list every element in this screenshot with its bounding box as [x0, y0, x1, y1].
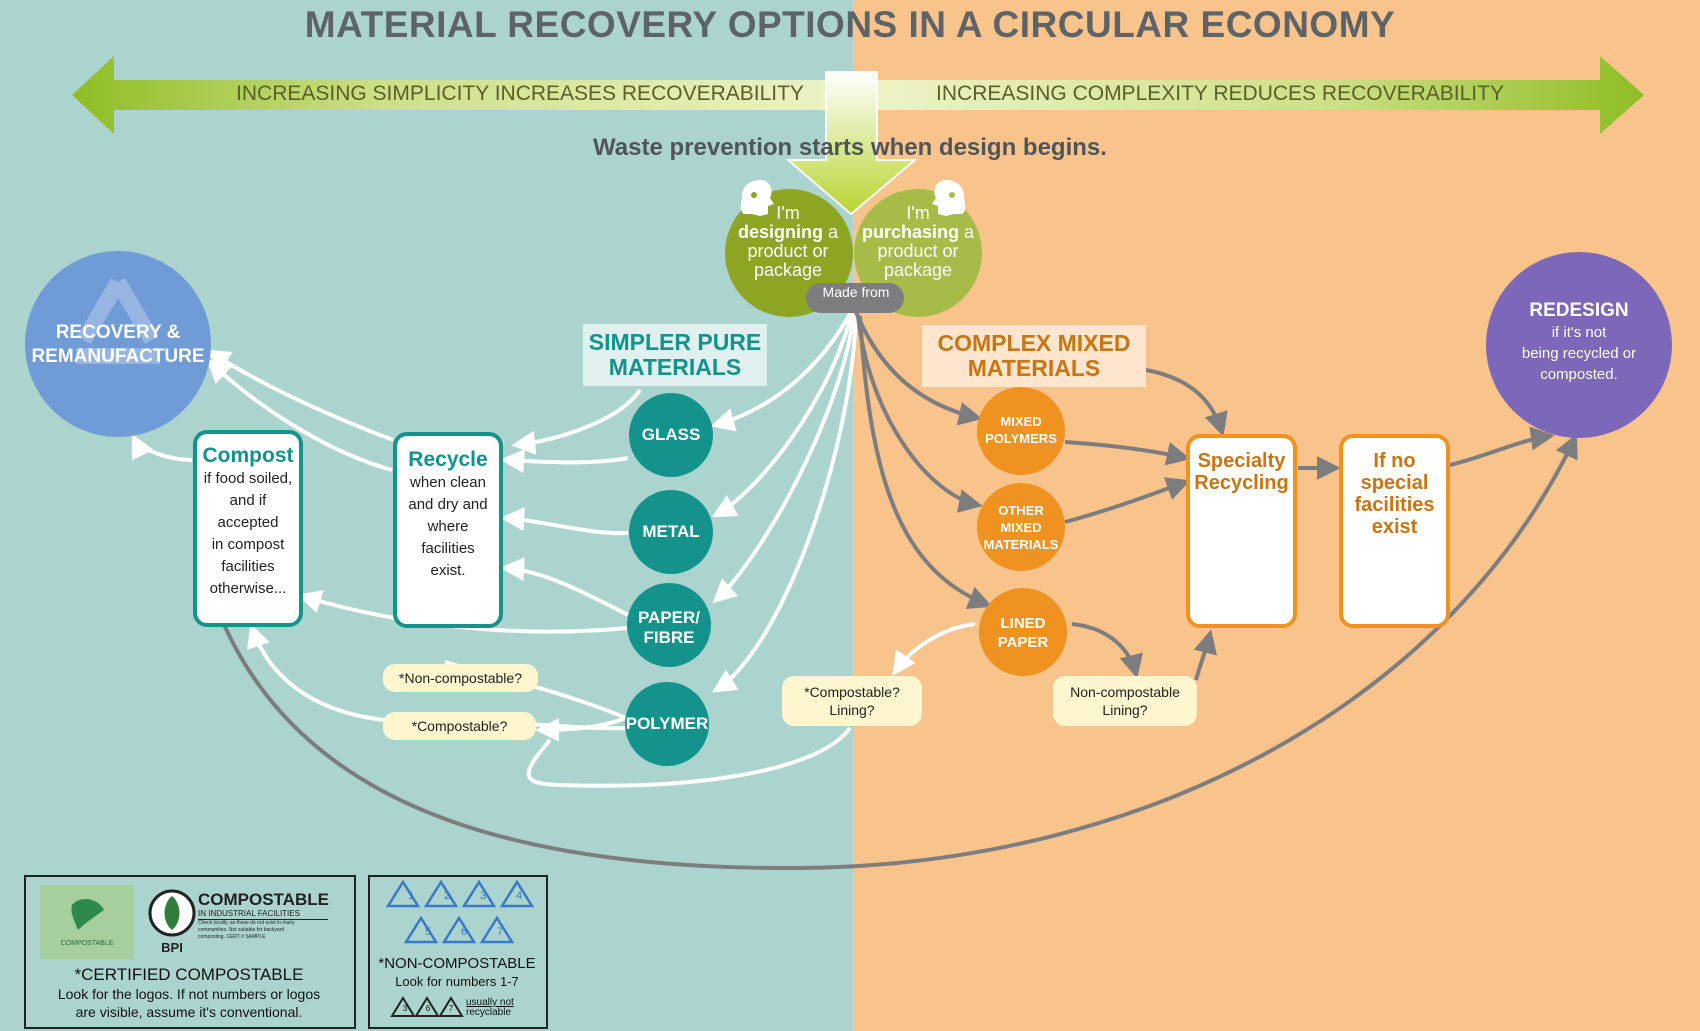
non-compostable-question: *Non-compostable?: [399, 670, 522, 686]
made-from-pill: [806, 283, 904, 313]
glass-circle: [629, 393, 713, 477]
simple-materials-header: SIMPLER PURE MATERIALS: [588, 329, 762, 380]
bpi-compostable-label: COMPOSTABLE IN INDUSTRIAL FACILITIES Che…: [198, 890, 329, 940]
bpi-mark: BPI: [161, 940, 183, 955]
mixed-polymers-label: MIXED POLYMERS: [985, 414, 1057, 446]
specialty-recycling-label: Specialty Recycling: [1194, 450, 1289, 494]
non-compostable-caption: *NON-COMPOSTABLE Look for numbers 1-7: [378, 955, 536, 989]
other-mixed-circle: [977, 483, 1065, 571]
down-arrow: [785, 71, 918, 216]
purchaser-label: I'm purchasing a product or package: [861, 203, 975, 280]
usually-not-recyclable-note: usually not recyclable: [466, 997, 514, 1018]
compostable-lining-question: *Compostable? Lining?: [804, 684, 900, 718]
arrow-right-label: INCREASING COMPLEXITY REDUCES RECOVERABI…: [936, 82, 1504, 105]
resin-code-icons: [385, 879, 535, 944]
made-from-label: Made from: [822, 284, 890, 300]
polymer-label: POLYMER: [625, 714, 709, 733]
noncompostable-legend: [368, 875, 548, 1029]
complex-header-box: [922, 325, 1146, 387]
redesign-label: REDESIGN if it's not being recycled or c…: [1521, 300, 1637, 383]
noncompostable-lining-question: Non-compostable Lining?: [1070, 684, 1180, 718]
recovery-circle: [25, 251, 211, 437]
polymer-circle: [625, 682, 709, 766]
compostable-lining-note: [782, 676, 922, 726]
paper-fibre-label: PAPER/ FIBRE: [637, 608, 701, 647]
noncompostable-lining-note: [1053, 676, 1197, 726]
compostable-legend: [24, 875, 356, 1029]
lined-paper-label: LINED PAPER: [997, 615, 1049, 651]
recycle-box: [393, 432, 503, 628]
face-icons: [740, 180, 966, 216]
recovery-flow-arrows: [131, 309, 976, 788]
compostable-logo-text: COMPOSTABLE: [60, 940, 114, 947]
compost-box: [193, 430, 303, 627]
non-recyclable-resin-icons: [390, 996, 464, 1017]
recycle-text: Recycle when clean and dry and where fac…: [408, 448, 488, 579]
glass-label: GLASS: [641, 425, 701, 444]
designer-label: I'm designing a product or package: [737, 203, 838, 280]
specialty-box: [1186, 434, 1297, 628]
lined-paper-circle: [979, 588, 1067, 676]
paper-circle: [627, 583, 711, 667]
other-mixed-label: OTHER MIXED MATERIALS: [983, 503, 1059, 552]
non-compostable-note: [383, 664, 538, 692]
metal-circle: [629, 490, 713, 574]
leaf-logo-icon: [71, 898, 104, 930]
arrow-left-label: INCREASING SIMPLICITY INCREASES RECOVERA…: [236, 82, 804, 105]
tagline: Waste prevention starts when design begi…: [593, 134, 1107, 161]
recovery-label: RECOVERY & REMANUFACTURE: [31, 322, 205, 367]
compostable-question: *Compostable?: [411, 718, 508, 734]
no-facilities-label: If no special facilities exist: [1354, 450, 1435, 538]
page-title: MATERIAL RECOVERY OPTIONS IN A CIRCULAR …: [304, 4, 1396, 45]
simple-header-box: [583, 324, 767, 386]
compost-text: Compost if food soiled, and if accepted …: [202, 444, 294, 597]
certified-compostable-caption: *CERTIFIED COMPOSTABLE Look for the logo…: [57, 965, 321, 1020]
complex-materials-header: COMPLEX MIXED MATERIALS: [937, 330, 1131, 381]
compostable-note: [383, 712, 536, 740]
redesign-circle: [1486, 252, 1672, 438]
recycle-symbol: [76, 277, 160, 364]
metal-label: METAL: [642, 522, 700, 541]
no-facilities-box: [1339, 434, 1450, 628]
mixed-polymers-circle: [977, 387, 1065, 475]
